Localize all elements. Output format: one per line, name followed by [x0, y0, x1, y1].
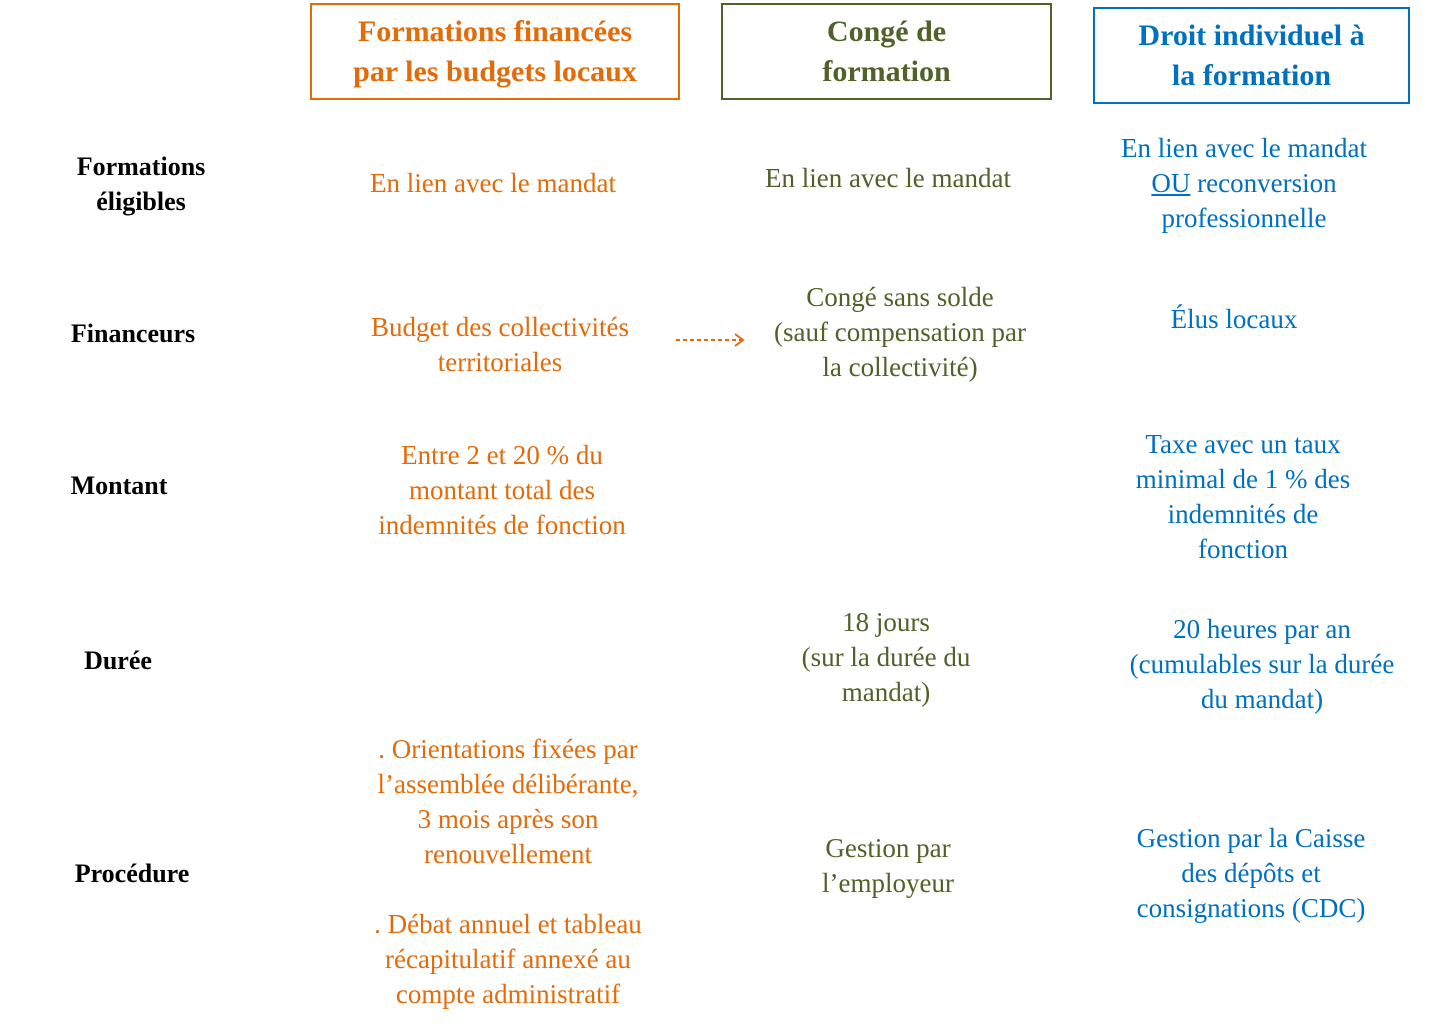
cell-dif-duree: 20 heures par an (cumulables sur la duré…: [1129, 614, 1395, 714]
cell-budgets-procedure-orientations: . Orientations fixées par l’assemblée dé…: [377, 734, 639, 869]
cell-conge-eligibles: En lien avec le mandat: [765, 163, 1011, 193]
dif-eligibles-reconversion: reconversion: [1190, 168, 1337, 198]
dif-eligibles-line1: En lien avec le mandat: [1121, 133, 1367, 163]
row-label-duree: Durée: [84, 646, 152, 675]
cell-dif-procedure: Gestion par la Caisse des dépôts et cons…: [1136, 823, 1366, 923]
dashed-arrow-icon: [676, 333, 745, 347]
cell-dif-financeurs: Élus locaux: [1170, 304, 1298, 334]
cell-budgets-eligibles: En lien avec le mandat: [370, 168, 616, 198]
cell-conge-procedure: Gestion par l’employeur: [822, 833, 954, 898]
row-label-procedure: Procédure: [74, 859, 190, 888]
cell-conge-financeurs: Congé sans solde (sauf compensation par …: [774, 282, 1026, 382]
cell-dif-montant: Taxe avec un taux minimal de 1 % des ind…: [1135, 429, 1351, 564]
dif-eligibles-ou: OU: [1151, 168, 1191, 198]
cell-budgets-montant: Entre 2 et 20 % du montant total des ind…: [378, 440, 626, 540]
header-droit-individuel-formation: Droit individuel à la formation: [1093, 7, 1410, 104]
header-conge-formation: Congé de formation: [721, 3, 1052, 100]
dif-eligibles-line3: professionnelle: [1161, 203, 1327, 233]
row-label-financeurs: Financeurs: [70, 319, 196, 348]
cell-budgets-procedure-debat: . Débat annuel et tableau récapitulatif …: [374, 909, 642, 1009]
cell-conge-duree: 18 jours (sur la durée du mandat): [801, 607, 971, 707]
header-formations-budgets-locaux: Formations financées par les budgets loc…: [310, 3, 680, 100]
cell-budgets-financeurs: Budget des collectivités territoriales: [371, 312, 629, 377]
row-label-formations-eligibles: Formations éligibles: [76, 152, 206, 216]
row-label-montant: Montant: [70, 471, 168, 500]
